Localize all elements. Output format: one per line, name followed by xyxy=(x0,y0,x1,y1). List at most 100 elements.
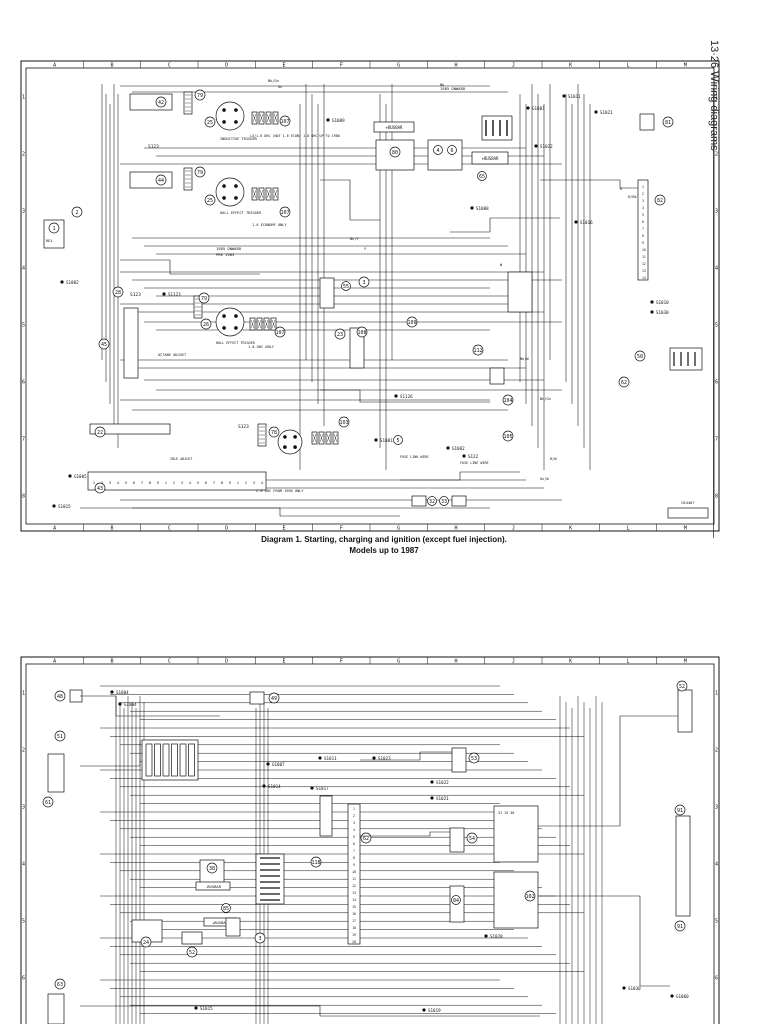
component-number: 62 xyxy=(363,836,369,842)
splice-point xyxy=(68,474,72,478)
component-number: 53 xyxy=(471,756,477,762)
component-marker xyxy=(279,206,291,218)
pin-number: 7 xyxy=(213,481,215,485)
switch xyxy=(451,495,467,507)
fuse xyxy=(188,743,195,777)
grid-column-label: C xyxy=(168,526,171,532)
lamp-holder xyxy=(249,691,265,705)
pin-number: 7 xyxy=(141,481,143,485)
component-marker xyxy=(186,946,198,958)
wire-colour-code: Bn/Gn xyxy=(540,397,551,401)
splice-point xyxy=(162,292,166,296)
splice-point xyxy=(462,454,466,458)
component-marker xyxy=(155,96,167,108)
component-marker xyxy=(48,222,60,234)
component-marker xyxy=(54,730,66,742)
resistor-pack xyxy=(319,795,333,837)
pin-number: 3 xyxy=(642,199,644,203)
component-marker xyxy=(310,856,322,868)
wire xyxy=(80,1005,540,1017)
fuse-box xyxy=(349,327,365,369)
distributor xyxy=(277,429,303,455)
component-number: 108 xyxy=(357,330,366,336)
splice-point xyxy=(326,118,330,122)
splice-label: S1015 xyxy=(58,504,71,509)
pin-number: 16 xyxy=(352,912,356,916)
component-marker xyxy=(360,832,372,844)
component-marker xyxy=(221,903,231,913)
grid-row-label: 1 xyxy=(715,95,718,101)
pin-number: 9 xyxy=(642,241,644,245)
component-number: 44 xyxy=(158,178,164,184)
pin-number: 14 xyxy=(352,898,356,902)
splice-point xyxy=(60,280,64,284)
connector-box xyxy=(639,113,655,131)
fuse-bank xyxy=(181,931,203,945)
wire xyxy=(264,319,269,329)
component-marker xyxy=(468,752,480,764)
splice-label: S1023 xyxy=(378,756,391,761)
component-marker xyxy=(279,115,291,127)
grid-row-label: 2 xyxy=(715,152,718,158)
component-marker xyxy=(524,890,536,902)
splice-point xyxy=(110,690,114,694)
splice-point xyxy=(52,504,56,508)
wire xyxy=(252,189,257,199)
pin-number: 4 xyxy=(117,481,119,485)
component-marker xyxy=(389,146,401,158)
component-marker xyxy=(140,936,152,948)
wire-colour-code: Bk xyxy=(440,83,445,87)
wire xyxy=(320,179,380,221)
component-marker xyxy=(194,166,206,178)
note-fuse-link: FUSE LINK WIRE xyxy=(400,455,429,459)
grid-column-label: F xyxy=(340,659,343,665)
note-octane-adjust: OCTANE ADJUST xyxy=(158,353,187,357)
component-number: 80 xyxy=(392,150,398,156)
pin-number: 17 xyxy=(352,919,356,923)
component-number: 118 xyxy=(311,860,320,866)
pin-number: 11 xyxy=(642,255,646,259)
wire xyxy=(80,740,141,767)
wire-colour-code: Bk/Gn xyxy=(268,79,279,83)
pin-number: 4 xyxy=(261,481,263,485)
grid-column-label: H xyxy=(454,63,457,69)
busbar-label: +BUSBAR xyxy=(482,156,499,161)
grid-column-label: A xyxy=(53,659,56,665)
component-marker xyxy=(194,89,206,101)
distributor-terminal xyxy=(234,108,238,112)
grid-column-label: G xyxy=(397,659,400,665)
grid-row-label: 1 xyxy=(715,691,718,697)
component-marker xyxy=(676,680,688,692)
connector-block xyxy=(255,853,285,905)
wire-colour-code: R/Bk xyxy=(628,195,637,199)
component-marker xyxy=(71,206,83,218)
grid-column-label: G xyxy=(397,526,400,532)
fuse xyxy=(145,743,153,777)
pin-number: 13 xyxy=(642,269,646,273)
grid-column-label: A xyxy=(53,526,56,532)
wire xyxy=(450,217,560,233)
splice-label: G1009 xyxy=(332,118,345,123)
grid-row-label: 6 xyxy=(22,380,25,386)
component-number: 42 xyxy=(158,100,164,106)
pin-number: 7 xyxy=(353,849,355,853)
component-marker xyxy=(439,496,449,506)
component-number: 1 xyxy=(52,226,55,232)
note-idle-adjust: IDLE ADJUST xyxy=(170,457,192,461)
busbar xyxy=(195,881,231,891)
component-marker xyxy=(206,862,218,874)
grid-row-label: 2 xyxy=(22,152,25,158)
multiplug-center xyxy=(347,803,361,945)
component-number: 24 xyxy=(143,940,149,946)
component-number: 4 xyxy=(436,148,439,154)
splice-point xyxy=(526,106,530,110)
component-number: 103 xyxy=(339,420,348,426)
component-marker xyxy=(393,435,403,445)
splice-label: S1123 xyxy=(168,292,181,297)
relay-label: REL xyxy=(46,238,54,243)
grid-row-label: 3 xyxy=(22,209,25,215)
switch-block xyxy=(47,753,65,793)
wire xyxy=(273,113,278,123)
component-number: 3 xyxy=(258,936,261,942)
splice-label: S1011 xyxy=(324,756,337,761)
